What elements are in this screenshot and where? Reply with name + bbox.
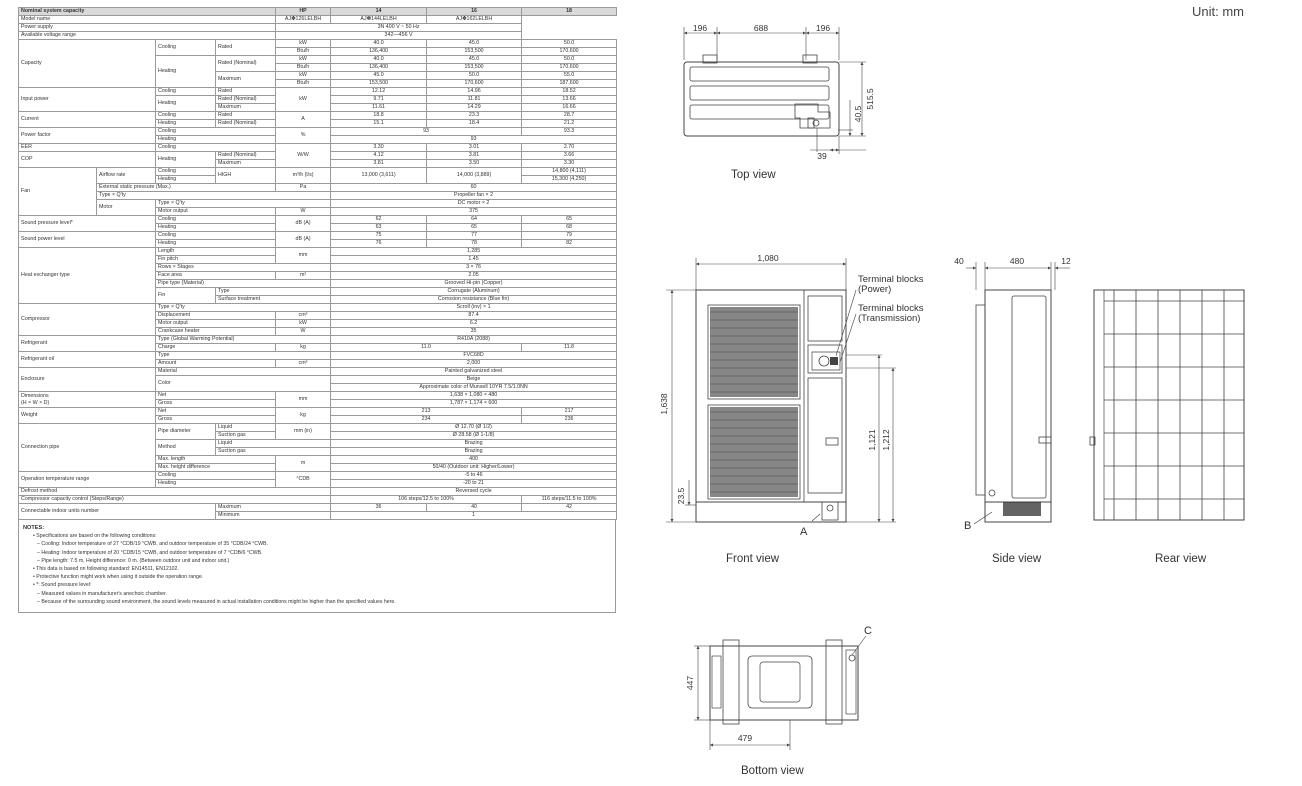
dim-front-1080: 1,080: [757, 253, 779, 263]
note-line: • *: Sound pressure level:: [33, 582, 92, 589]
dim-top-515: 515.5: [865, 88, 875, 110]
table-cell: Heat exchanger type: [18, 247, 156, 304]
table-cell: 1: [330, 511, 618, 520]
callout-b: B: [964, 520, 972, 532]
notes-box: NOTES: • Specifications are based on the…: [18, 520, 616, 614]
callout-a: A: [800, 526, 808, 538]
dim-front-1121: 1,121: [867, 429, 877, 451]
dim-top-196-right: 196: [816, 23, 830, 33]
dim-front-1638: 1,638: [659, 393, 669, 415]
table-cell: Compressor: [18, 303, 156, 336]
table-cell: Connectable indoor units number: [18, 503, 216, 520]
unit-label: Unit: mm: [1192, 4, 1244, 19]
note-line: – Heating: Indoor temperature of 20 °CDB…: [37, 549, 263, 556]
table-header-row: Nominal system capacity HP 14 16 18: [17, 7, 618, 16]
dim-top-688: 688: [754, 23, 768, 33]
table-cell: Minimum: [214, 511, 332, 520]
callout-terminal-power: Terminal blocks (Power): [858, 274, 924, 295]
front-view-drawing: 1,080 1,638 23.5 1,121 1,212: [659, 253, 896, 523]
dim-front-23: 23.5: [676, 487, 686, 504]
note-line: – Measured values in manufacturer's anec…: [37, 590, 167, 597]
note-line: – Because of the surrounding sound envir…: [37, 598, 396, 605]
table-cell: W/W: [275, 143, 332, 168]
bottom-view-title: Bottom view: [741, 765, 804, 777]
top-view-drawing: 196 688 196 515.5 40.5 39: [683, 23, 875, 161]
dim-front-1212: 1,212: [881, 429, 891, 451]
notes-title: NOTES:: [23, 525, 45, 531]
table-cell: Heating: [155, 55, 216, 88]
dim-side-40: 40: [954, 256, 964, 266]
note-line: • Protective function might work when us…: [33, 574, 204, 581]
dim-side-12: 12: [1061, 256, 1071, 266]
dim-top-39: 39: [817, 151, 827, 161]
dim-side-480: 480: [1010, 256, 1024, 266]
front-view-title: Front view: [726, 553, 780, 565]
note-line: • Specifications are based on the follow…: [33, 533, 157, 540]
specification-table: Nominal system capacity HP 14 16 18 Mode…: [17, 7, 618, 614]
table-cell: kW: [275, 87, 332, 112]
note-line: – Cooling: Indoor temperature of 27 °CDB…: [37, 541, 268, 548]
table-cell: Enclosure: [18, 367, 156, 392]
dim-top-196-left: 196: [693, 23, 707, 33]
side-view-drawing: [966, 262, 1070, 525]
dim-bottom-479: 479: [738, 733, 752, 743]
callout-c: C: [864, 625, 872, 637]
header-col-18: 18: [521, 7, 618, 16]
callout-terminal-transmission: Terminal blocks (Transmission): [858, 303, 924, 324]
table-cell: Fan: [18, 167, 97, 216]
notes-list: • Specifications are based on the follow…: [23, 532, 611, 606]
note-line: • This data is based on following standa…: [33, 566, 179, 573]
note-line: – Pipe length: 7.5 m, Height difference:…: [37, 557, 230, 564]
rear-view-drawing: [1089, 289, 1245, 521]
dim-top-40: 40.5: [853, 105, 863, 122]
side-view-title: Side view: [992, 553, 1042, 565]
dim-bottom-447: 447: [685, 676, 695, 690]
bottom-view-drawing: 447 479: [685, 635, 867, 750]
rear-view-title: Rear view: [1155, 553, 1207, 565]
top-view-title: Top view: [731, 169, 776, 181]
spec-table: Nominal system capacity HP 14 16 18 Mode…: [17, 7, 618, 520]
table-cell: Capacity: [18, 39, 156, 88]
